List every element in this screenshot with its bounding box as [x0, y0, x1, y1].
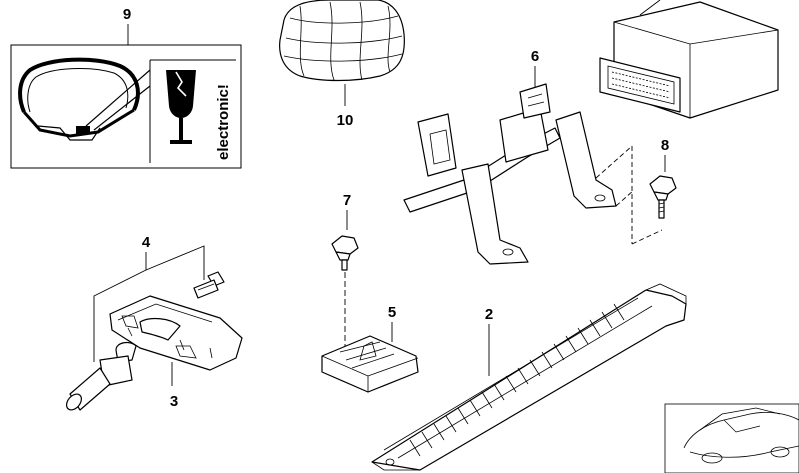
callout-10: 10 — [337, 112, 354, 129]
callout-3: 3 — [170, 393, 178, 410]
part-9-warning-label: 9 electronic! — [10, 6, 242, 169]
part-6-bracket: 6 — [403, 48, 635, 265]
part-4-tpms-sensor: 4 3 — [66, 234, 243, 411]
part-8-bolt: 8 — [631, 137, 677, 245]
control-module — [599, 0, 779, 119]
callout-9: 9 — [123, 6, 131, 23]
callout-8: 8 — [661, 137, 669, 154]
callout-6: 6 — [531, 48, 539, 65]
callout-2: 2 — [485, 306, 493, 323]
car-thumbnail — [664, 403, 799, 473]
callout-4: 4 — [142, 234, 151, 251]
part-10-cap: 10 — [279, 0, 405, 129]
part-5-clip: 5 — [321, 304, 419, 393]
tyre-section-icon — [18, 57, 151, 141]
callout-7: 7 — [343, 192, 351, 209]
warning-text: electronic! — [215, 84, 232, 160]
callout-5: 5 — [388, 304, 396, 321]
fragile-glass-icon — [166, 70, 196, 144]
part-2-strap: 2 — [371, 283, 687, 471]
part-7-bolt: 7 — [331, 192, 359, 350]
